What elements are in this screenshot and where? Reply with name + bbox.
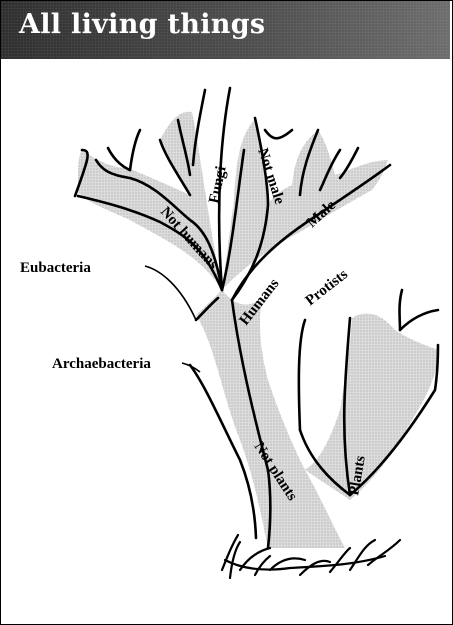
grass-blade — [330, 548, 350, 572]
label-protists: Protists — [303, 266, 351, 309]
label-eubacteria: Eubacteria — [20, 260, 91, 276]
label-fungi: Fungi — [206, 165, 229, 205]
plants-twig-outline — [400, 290, 403, 330]
twig-3-outline — [130, 130, 140, 170]
plants-top-outline — [400, 310, 438, 330]
label-archaebacteria: Archaebacteria — [52, 356, 151, 372]
grass-blade — [368, 540, 400, 565]
right-crown-shading — [222, 118, 388, 290]
grass-blade — [350, 540, 375, 570]
label-leaders — [145, 266, 200, 372]
tree-shading — [78, 112, 438, 548]
protists-branch-outline — [299, 320, 305, 430]
eubacteria-leader — [145, 266, 196, 320]
grass-blade — [255, 556, 270, 575]
twig-7-outline — [265, 130, 292, 138]
